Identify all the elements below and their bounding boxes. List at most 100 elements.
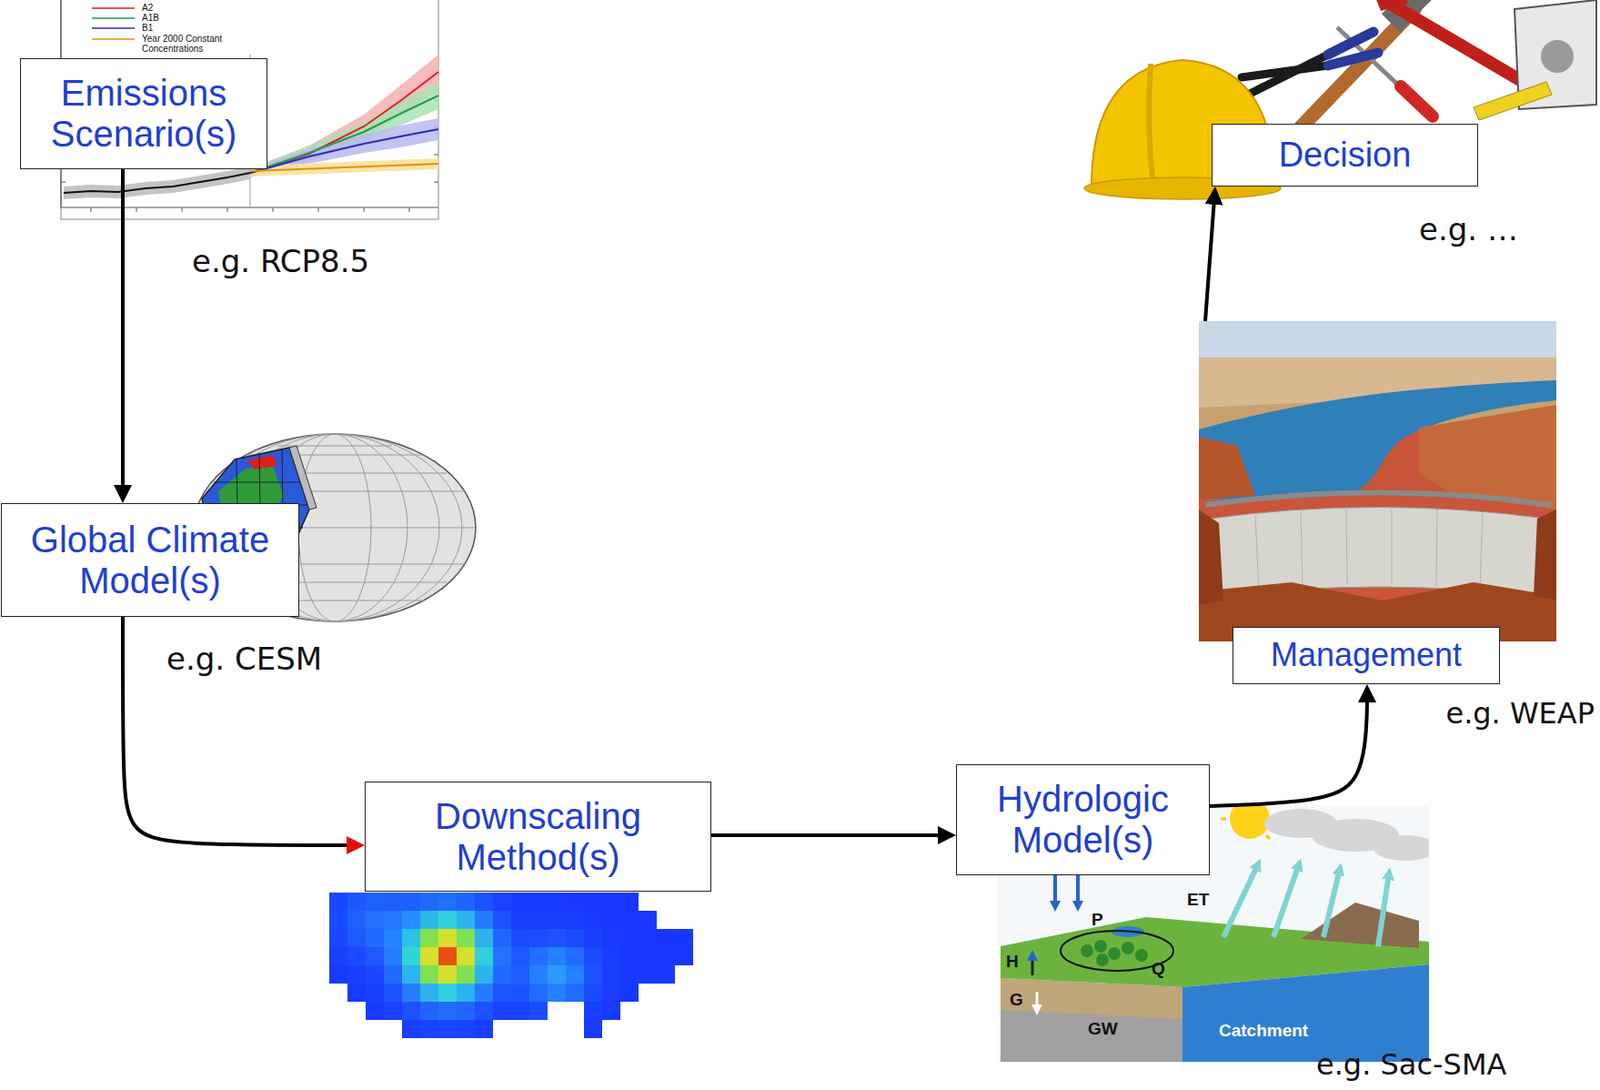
flow-arrow xyxy=(120,169,125,494)
map-cell xyxy=(456,928,475,947)
art-shape xyxy=(1273,864,1299,937)
map-cell xyxy=(402,946,421,966)
map-cell xyxy=(565,892,584,911)
art-shape xyxy=(1036,991,1039,1010)
art-shape xyxy=(1096,953,1109,967)
map-cell xyxy=(383,965,403,984)
map-cell xyxy=(547,946,566,966)
map-cell xyxy=(583,1019,603,1038)
map-cell xyxy=(456,1001,475,1020)
art-shape xyxy=(1378,873,1389,946)
art-shape xyxy=(1094,939,1107,953)
process-box: Emissions Scenario(s) xyxy=(20,58,268,170)
art-shape xyxy=(1255,514,1259,592)
map-cell xyxy=(602,892,621,911)
map-cell xyxy=(383,983,403,1002)
map-cell xyxy=(620,892,639,911)
art-shape xyxy=(250,95,439,173)
map-cell xyxy=(347,983,366,1002)
map-cell xyxy=(402,983,421,1002)
map-cell xyxy=(402,892,421,911)
map-cell xyxy=(456,910,475,929)
art-shape xyxy=(1220,817,1227,821)
map-cell xyxy=(638,946,657,966)
map-cell xyxy=(383,1001,403,1020)
art-shape xyxy=(250,118,439,177)
legend-label: A2 xyxy=(141,2,242,13)
map-cell xyxy=(656,928,675,947)
art-shape xyxy=(1373,835,1429,861)
map-cell xyxy=(583,983,603,1002)
map-cell xyxy=(583,928,603,947)
map-cell xyxy=(474,965,494,984)
map-cell xyxy=(511,892,530,911)
map-cell xyxy=(493,892,512,911)
box-title: Global Climate Model(s) xyxy=(13,519,287,602)
map-cell xyxy=(438,1001,457,1020)
art-shape xyxy=(250,71,439,173)
map-cell xyxy=(456,892,475,911)
map-cell xyxy=(383,928,403,947)
map-cell xyxy=(602,983,621,1002)
art-shape xyxy=(1080,944,1094,957)
flux-label: H xyxy=(1006,951,1019,972)
art-shape xyxy=(289,445,317,510)
art-shape xyxy=(1223,864,1389,946)
art-shape xyxy=(250,163,439,172)
map-cell xyxy=(402,1019,421,1038)
map-cell xyxy=(620,946,639,966)
map-cell xyxy=(329,928,348,947)
process-box: Global Climate Model(s) xyxy=(0,503,300,617)
map-cell xyxy=(420,928,439,947)
map-cell xyxy=(493,1001,512,1020)
art-shape xyxy=(213,482,305,484)
map-cell xyxy=(565,928,584,947)
map-cell xyxy=(493,983,512,1002)
map-cell xyxy=(493,946,512,966)
map-cell xyxy=(656,965,675,984)
art-shape xyxy=(1436,509,1438,587)
map-cell xyxy=(474,946,494,966)
art-shape xyxy=(250,81,439,177)
map-cell xyxy=(438,1019,457,1038)
map-cell xyxy=(474,928,494,947)
map-cell xyxy=(402,1001,421,1020)
map-cell xyxy=(511,965,530,984)
art-shape xyxy=(227,207,229,212)
art-shape xyxy=(1182,964,1429,1062)
art-shape xyxy=(1323,868,1340,937)
map-cell xyxy=(583,946,603,966)
map-cell xyxy=(456,946,475,966)
art-shape xyxy=(409,207,411,212)
box-title: Downscaling Method(s) xyxy=(377,795,699,878)
map-cell xyxy=(383,892,403,911)
art-shape xyxy=(1205,493,1551,506)
art-shape xyxy=(1473,81,1552,121)
map-cell xyxy=(656,946,675,966)
map-cell xyxy=(365,910,384,929)
art-shape xyxy=(433,154,439,156)
map-cell xyxy=(565,983,584,1002)
art-shape xyxy=(90,207,92,212)
art-shape xyxy=(1080,939,1148,967)
map-cell xyxy=(583,1001,603,1020)
art-shape xyxy=(250,129,439,173)
map-cell xyxy=(493,910,512,929)
label-box: Management xyxy=(1232,626,1500,685)
art-shape xyxy=(1031,955,1035,976)
art-shape xyxy=(433,181,439,183)
dam-photo xyxy=(1198,321,1557,642)
map-cell xyxy=(474,1001,494,1020)
map-cell xyxy=(474,983,494,1002)
art-shape xyxy=(1266,835,1270,839)
map-cell xyxy=(620,928,639,947)
map-cell xyxy=(602,910,621,929)
map-cell xyxy=(365,965,384,984)
tools-illustration xyxy=(1084,0,1597,200)
art-shape xyxy=(91,7,135,10)
art-shape xyxy=(60,181,66,183)
art-shape xyxy=(1241,65,1329,78)
map-cell xyxy=(511,983,530,1002)
map-cell xyxy=(329,892,348,911)
